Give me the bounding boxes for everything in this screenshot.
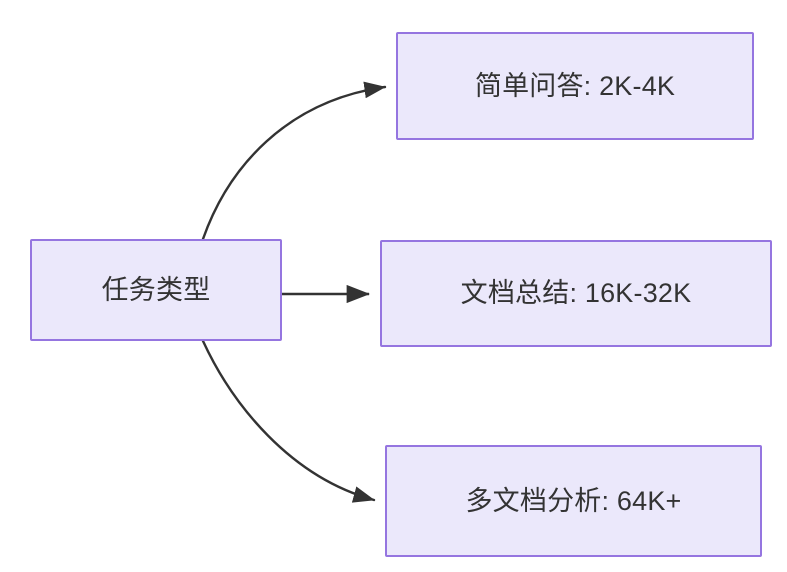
node-doc-summary-label: 文档总结: 16K-32K	[460, 278, 692, 309]
node-simple-qa-label: 简单问答: 2K-4K	[474, 70, 676, 101]
node-multi-doc-label: 多文档分析: 64K+	[465, 485, 682, 516]
edge-source-simple-qa	[201, 81, 387, 241]
node-multi-doc[interactable]: 多文档分析: 64K+	[385, 445, 762, 557]
node-task-type[interactable]: 任务类型	[30, 239, 282, 341]
node-task-type-label: 任务类型	[101, 274, 211, 305]
edge-source-multi-doc	[201, 339, 376, 503]
node-simple-qa[interactable]: 简单问答: 2K-4K	[396, 32, 754, 140]
node-doc-summary[interactable]: 文档总结: 16K-32K	[380, 240, 772, 347]
